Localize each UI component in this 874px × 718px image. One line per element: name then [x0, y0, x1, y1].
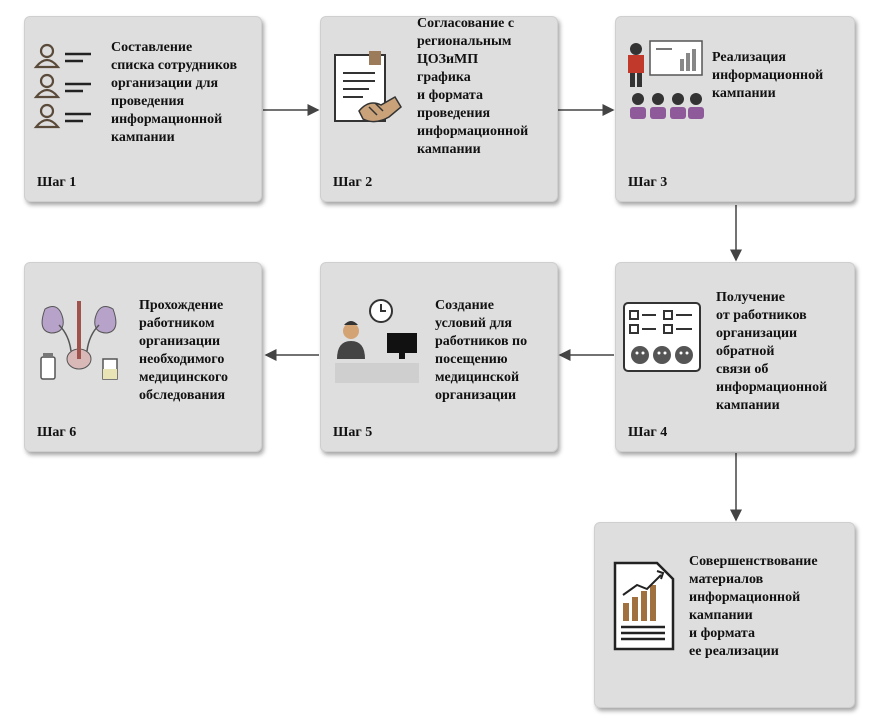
step-5-label: Шаг 5	[333, 425, 373, 440]
step-2-box: Согласование с региональным ЦОЗиМП графи…	[320, 16, 558, 202]
step-1-text: Составление списка сотрудников организац…	[111, 40, 238, 145]
step-3-text: Реализация информационной кампании	[712, 50, 824, 101]
agreement-handshake-icon	[329, 51, 405, 136]
step-1-label: Шаг 1	[37, 175, 77, 190]
step-6-text: Прохождение работником организации необх…	[139, 298, 229, 403]
presentation-audience-icon	[622, 37, 706, 126]
step-2-text: Согласование с региональным ЦОЗиМП графи…	[417, 16, 529, 157]
final-box: Совершенствование материалов информацион…	[594, 522, 855, 708]
step-3-label: Шаг 3	[628, 175, 668, 190]
final-text: Совершенствование материалов информацион…	[689, 554, 818, 659]
step-6-label: Шаг 6	[37, 425, 77, 440]
kidneys-medicine-icon	[35, 299, 123, 390]
step-6-box: Прохождение работником организации необх…	[24, 262, 262, 452]
step-4-box: Получение от работников организации обра…	[615, 262, 855, 452]
step-5-text: Создание условий для работников по посещ…	[435, 298, 528, 403]
report-document-icon	[611, 561, 681, 656]
step-3-box: Реализация информационной кампании Шаг 3	[615, 16, 855, 202]
feedback-survey-icon	[622, 301, 704, 380]
step-5-box: Создание условий для работников по посещ…	[320, 262, 558, 452]
step-2-label: Шаг 2	[333, 175, 373, 190]
people-list-icon	[33, 41, 103, 136]
step-4-text: Получение от работников организации обра…	[716, 290, 828, 413]
step-4-label: Шаг 4	[628, 425, 668, 440]
worker-clock-monitor-icon	[329, 297, 423, 402]
step-1-box: Составление списка сотрудников организац…	[24, 16, 262, 202]
